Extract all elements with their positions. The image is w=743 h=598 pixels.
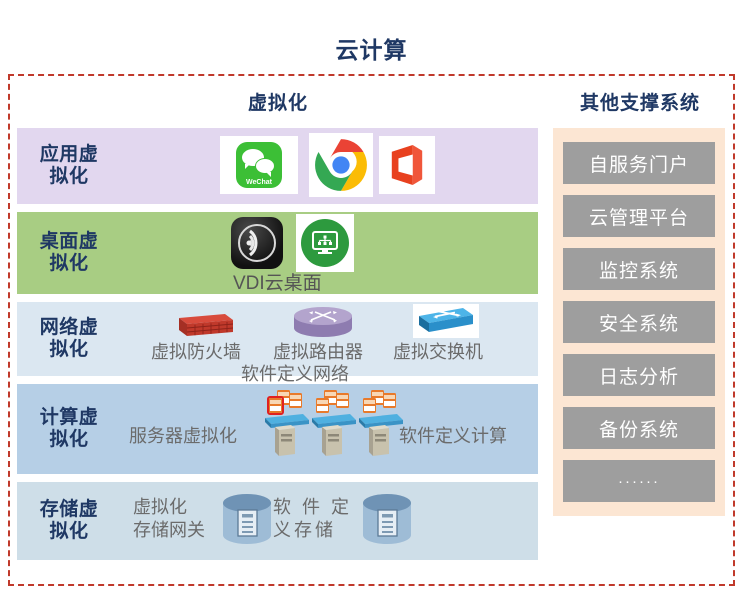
citrix-icon-glyph [238, 224, 276, 262]
layer-label-line2: 拟化 [49, 253, 89, 274]
vdi-circle [301, 219, 349, 267]
layer-label-network-virtualization: 网络虚 拟化 [17, 317, 121, 362]
diagram-dashed-frame [8, 74, 735, 586]
layer-content-application: WeChat [121, 128, 538, 204]
caption-virtual-storage-gateway: 虚拟化 存储网关 [133, 496, 205, 541]
layer-label-application-virtualization: 应用虚 拟化 [17, 144, 121, 189]
layer-label-storage-virtualization: 存储虚 拟化 [17, 499, 121, 544]
vdi-monitor-icon-glyph [312, 231, 338, 254]
layer-row-network-virtualization[interactable]: 网络虚 拟化 [17, 302, 538, 384]
office-icon[interactable] [379, 136, 435, 194]
layer-label-line1: 桌面虚 [39, 230, 99, 252]
storage-drum-icon[interactable] [359, 490, 415, 548]
caption-software-defined-compute: 软件定义计算 [399, 426, 507, 446]
wechat-bubble-small-icon [255, 158, 275, 177]
layer-row-storage-virtualization[interactable]: 存储虚 拟化 虚拟化 存储网关 软 件 定 义存储 [17, 482, 538, 560]
server-stack-icon[interactable] [263, 388, 415, 468]
caption-virtual-switch: 虚拟交换机 [393, 342, 483, 362]
support-item-backup-system[interactable]: 备份系统 [563, 407, 715, 449]
switch-icon[interactable] [413, 304, 479, 338]
caption-server-virtualization: 服务器虚拟化 [129, 426, 237, 446]
layer-label-line1: 存储虚 [39, 498, 99, 520]
caption-software-defined-storage: 软 件 定 义存储 [273, 496, 352, 541]
wechat-icon[interactable]: WeChat [220, 136, 298, 194]
caption-sds-line1: 软 件 定 [273, 497, 353, 517]
virtualization-column: 应用虚 拟化 WeChat [17, 128, 538, 568]
layer-row-application-virtualization[interactable]: 应用虚 拟化 WeChat [17, 128, 538, 204]
chrome-icon-glyph [315, 139, 367, 191]
page-title: 云计算 [335, 37, 408, 63]
caption-storage-gateway-line2: 存储网关 [133, 519, 205, 540]
layer-label-line1: 网络虚 [39, 316, 99, 338]
support-systems-panel: 自服务门户 云管理平台 监控系统 安全系统 日志分析 备份系统 ······ [553, 128, 725, 516]
layer-row-compute-virtualization[interactable]: 计算虚 拟化 [17, 384, 538, 474]
firewall-icon[interactable] [171, 310, 233, 338]
vdi-desktop-icon[interactable] [296, 214, 354, 272]
caption-sds-line2: 义存储 [273, 519, 336, 540]
support-item-log-analysis[interactable]: 日志分析 [563, 354, 715, 396]
support-item-self-service-portal[interactable]: 自服务门户 [563, 142, 715, 184]
layer-row-desktop-virtualization[interactable]: 桌面虚 拟化 [17, 212, 538, 294]
storage-drum-icon[interactable] [219, 490, 275, 548]
support-item-cloud-management-platform[interactable]: 云管理平台 [563, 195, 715, 237]
column-heading-support-systems: 其他支撑系统 [579, 93, 700, 114]
layer-label-desktop-virtualization: 桌面虚 拟化 [17, 231, 121, 276]
layer-content-network: 虚拟防火墙 虚拟路由器 虚拟交换机 软件定义网络 [121, 302, 538, 384]
caption-virtual-router: 虚拟路由器 [273, 342, 363, 362]
chrome-icon[interactable] [309, 133, 373, 197]
office-icon-glyph [391, 145, 423, 185]
wechat-label: WeChat [246, 179, 272, 186]
caption-vdi-cloud-desktop: VDI云桌面 [233, 273, 322, 294]
layer-label-line1: 计算虚 [39, 406, 99, 428]
column-heading-virtualization: 虚拟化 [247, 93, 308, 114]
layer-content-desktop: VDI云桌面 [121, 212, 538, 294]
layer-label-line2: 拟化 [49, 339, 89, 360]
router-icon[interactable] [291, 305, 355, 339]
support-item-security-system[interactable]: 安全系统 [563, 301, 715, 343]
caption-virtual-firewall: 虚拟防火墙 [151, 342, 241, 362]
citrix-icon[interactable] [231, 217, 283, 269]
layer-label-line1: 应用虚 [39, 143, 99, 165]
caption-storage-gateway-line1: 虚拟化 [133, 497, 187, 517]
support-item-monitoring-system[interactable]: 监控系统 [563, 248, 715, 290]
layer-content-storage: 虚拟化 存储网关 软 件 定 义存储 [121, 482, 538, 560]
layer-content-compute: 服务器虚拟化 软件定义计算 [121, 384, 538, 474]
wechat-badge: WeChat [236, 142, 282, 188]
layer-label-line2: 拟化 [49, 429, 89, 450]
layer-label-line2: 拟化 [49, 521, 89, 542]
caption-software-defined-network: 软件定义网络 [241, 364, 349, 384]
layer-label-line2: 拟化 [49, 166, 89, 187]
support-item-more[interactable]: ······ [563, 460, 715, 502]
layer-label-compute-virtualization: 计算虚 拟化 [17, 407, 121, 452]
